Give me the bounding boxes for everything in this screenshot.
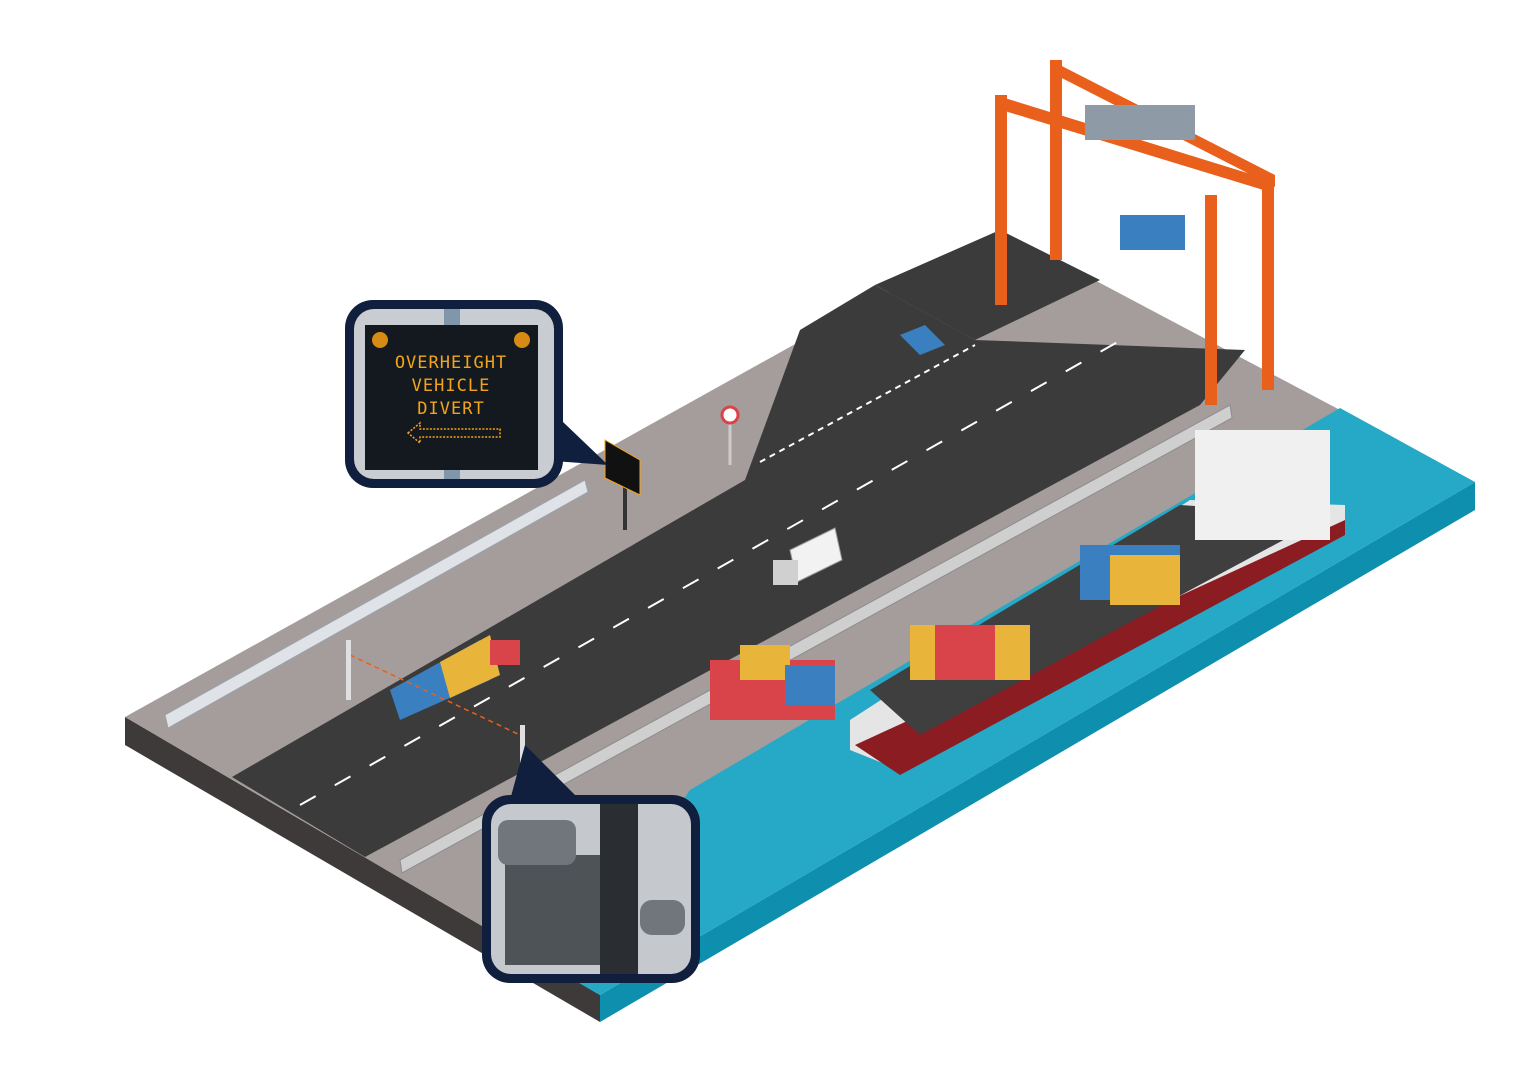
sensor-callout-pointer bbox=[510, 745, 580, 800]
led-beacon-icon bbox=[514, 332, 530, 348]
gantry-crane bbox=[995, 60, 1275, 405]
left-arrow-icon bbox=[406, 421, 501, 445]
sign-line-1: OVERHEIGHT bbox=[395, 353, 507, 373]
sensor-unit bbox=[505, 855, 600, 965]
side-road bbox=[875, 230, 1100, 340]
led-beacon-icon bbox=[372, 332, 388, 348]
guard-rail bbox=[164, 479, 589, 729]
container-ship bbox=[850, 430, 1345, 775]
blue-car bbox=[900, 325, 945, 355]
stop-line bbox=[759, 344, 976, 463]
overheight-truck bbox=[390, 635, 520, 720]
white-truck bbox=[773, 527, 843, 585]
quay-barrier bbox=[399, 404, 1233, 874]
road bbox=[232, 285, 1245, 857]
prohibition-sign bbox=[720, 405, 740, 425]
sign-line-2: VEHICLE bbox=[412, 376, 491, 396]
ground-slab-left-face bbox=[125, 717, 600, 1022]
sign-line-3: DIVERT bbox=[417, 399, 484, 419]
vms-sign bbox=[604, 439, 641, 496]
container-stack bbox=[710, 645, 835, 720]
detector-post-left bbox=[346, 640, 351, 700]
water-side-face bbox=[600, 482, 1475, 1022]
vms-sign-photo bbox=[365, 325, 538, 470]
detector-beam bbox=[349, 654, 521, 736]
